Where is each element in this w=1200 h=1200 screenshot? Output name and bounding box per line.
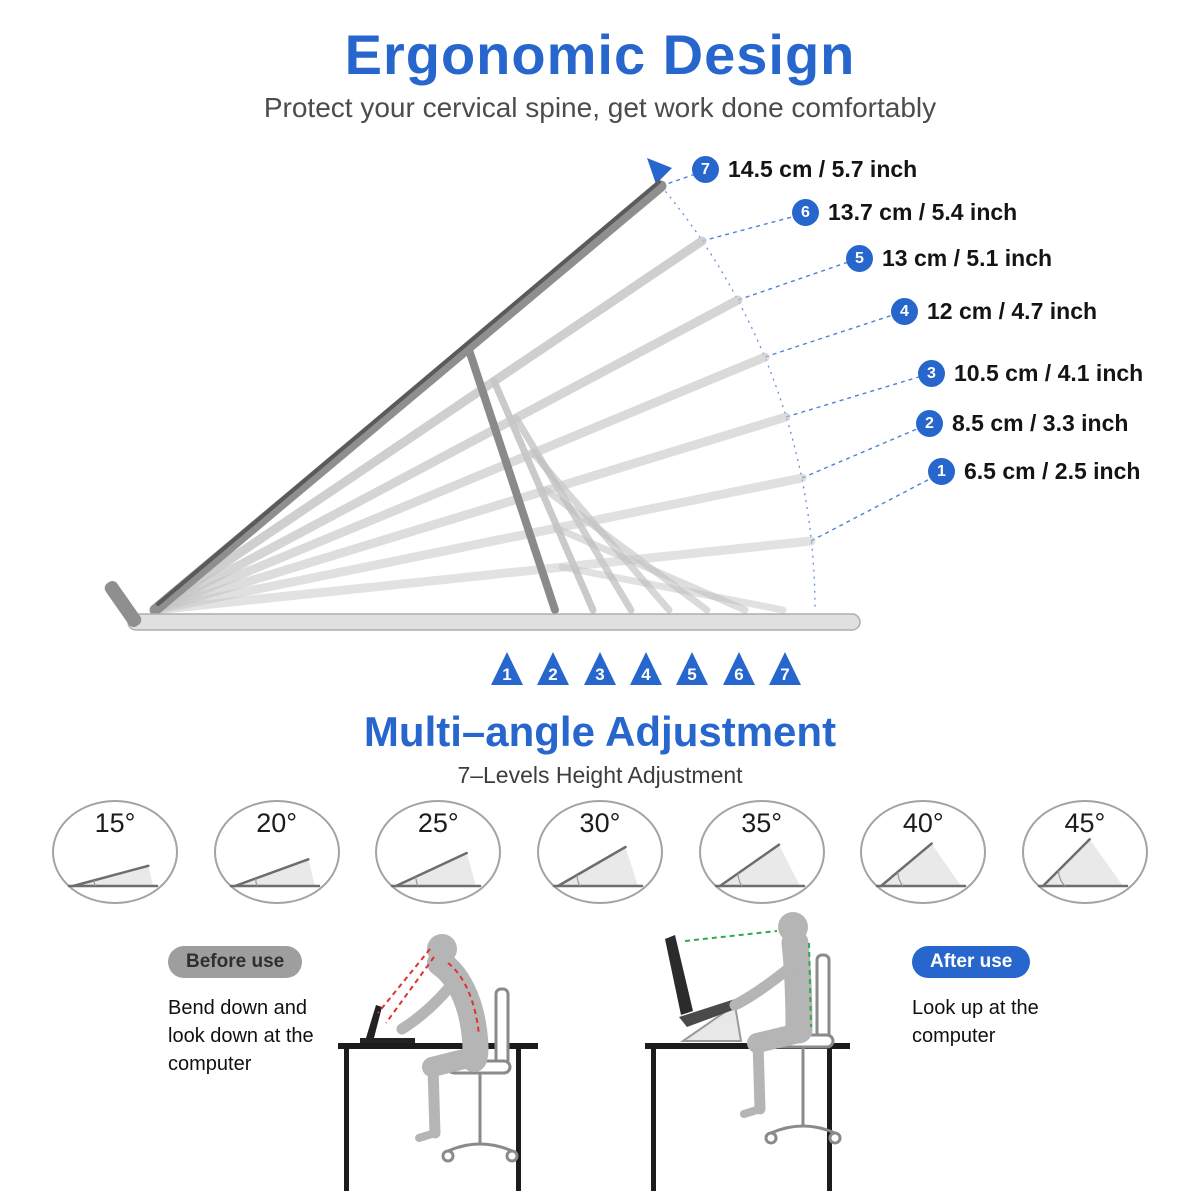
level-badge: 7 (692, 156, 719, 183)
height-level-3: 3 10.5 cm / 4.1 inch (918, 360, 1143, 387)
stand-height-diagram: 1 2 3 4 5 6 7 (104, 158, 944, 685)
angle-item-25: 25° (375, 800, 502, 904)
level-badge: 1 (928, 458, 955, 485)
angle-wedge-icon (67, 864, 159, 888)
adjustment-title: Multi–angle Adjustment (363, 708, 837, 755)
base-marker-3: 3 (595, 665, 604, 684)
main-plate-edge (156, 180, 661, 606)
angle-label: 20° (256, 808, 298, 838)
angle-label: 30° (579, 808, 621, 838)
main-strut (464, 343, 559, 614)
level-label: 13 cm / 5.1 inch (882, 245, 1053, 271)
angle-wedge-icon (1037, 838, 1129, 888)
base-marker-1: 1 (502, 665, 511, 684)
angle-label: 25° (417, 808, 459, 838)
before-posture-illustration (338, 934, 538, 1191)
angle-wedge-icon (391, 851, 482, 888)
height-level-2: 2 8.5 cm / 3.3 inch (916, 410, 1128, 437)
base-marker-4: 4 (641, 665, 651, 684)
height-level-6: 6 13.7 cm / 5.4 inch (792, 199, 1017, 226)
after-posture-illustration (645, 912, 850, 1191)
angle-wedge-icon (714, 843, 805, 888)
level-label: 8.5 cm / 3.3 inch (952, 410, 1129, 436)
before-use-text: Bend down and look down at the computer (168, 997, 314, 1075)
stand-base (127, 613, 861, 631)
angle-item-30: 30° (536, 800, 663, 904)
before-use-badge: Before use (168, 946, 303, 978)
angle-item-35: 35° (698, 800, 825, 904)
hunched-person (396, 934, 489, 1142)
angle-item-45: 45° (1021, 800, 1148, 904)
after-use-badge: After use (912, 946, 1031, 978)
angle-item-15: 15° (52, 800, 178, 904)
level-badge: 3 (918, 360, 945, 387)
angle-wedge-icon (229, 858, 320, 888)
laptop-icon (360, 1005, 415, 1043)
angle-wedge-icon (552, 845, 644, 888)
level-badge: 2 (916, 410, 943, 437)
level-badge: 6 (792, 199, 819, 226)
page-title: Ergonomic Design (344, 23, 856, 86)
angle-wedge-icon (876, 842, 967, 888)
level-label: 6.5 cm / 2.5 inch (964, 458, 1141, 484)
desk (338, 1043, 538, 1191)
angle-label: 35° (741, 808, 783, 838)
level-badge: 4 (891, 298, 918, 325)
angle-label: 40° (902, 808, 944, 838)
adjustment-subtitle: 7–Levels Height Adjustment (457, 762, 743, 788)
base-marker-triangles: 1 2 3 4 5 6 7 (491, 652, 801, 685)
angle-label: 15° (94, 808, 136, 838)
arc-arrow-icon (647, 158, 672, 184)
angle-item-20: 20° (213, 800, 340, 904)
height-level-1: 1 6.5 cm / 2.5 inch (928, 458, 1140, 485)
bad-posture-lines (377, 948, 480, 1036)
level-label: 14.5 cm / 5.7 inch (728, 156, 918, 182)
stand-front-lip (104, 581, 142, 627)
base-marker-6: 6 (734, 665, 743, 684)
base-marker-2: 2 (548, 665, 557, 684)
angle-item-40: 40° (860, 800, 987, 904)
upright-person (729, 912, 813, 1118)
ghost-plates (150, 236, 816, 615)
page-subtitle: Protect your cervical spine, get work do… (263, 92, 937, 123)
good-posture-lines (684, 930, 812, 1028)
level-label: 13.7 cm / 5.4 inch (828, 199, 1018, 225)
laptop-on-stand-icon (665, 935, 743, 1042)
base-marker-7: 7 (780, 665, 789, 684)
level-badge: 5 (846, 245, 873, 272)
after-use-text: Look up at the computer (912, 997, 1039, 1047)
height-level-5: 5 13 cm / 5.1 inch (846, 245, 1052, 272)
angle-label: 45° (1064, 808, 1106, 838)
level-label: 10.5 cm / 4.1 inch (954, 360, 1144, 386)
level-label: 12 cm / 4.7 inch (927, 298, 1098, 324)
base-marker-5: 5 (687, 665, 696, 684)
main-plate (149, 180, 667, 616)
height-level-7: 7 14.5 cm / 5.7 inch (692, 156, 917, 183)
height-level-4: 4 12 cm / 4.7 inch (891, 298, 1097, 325)
angle-row: 15° 20° 25° (0, 800, 1200, 904)
